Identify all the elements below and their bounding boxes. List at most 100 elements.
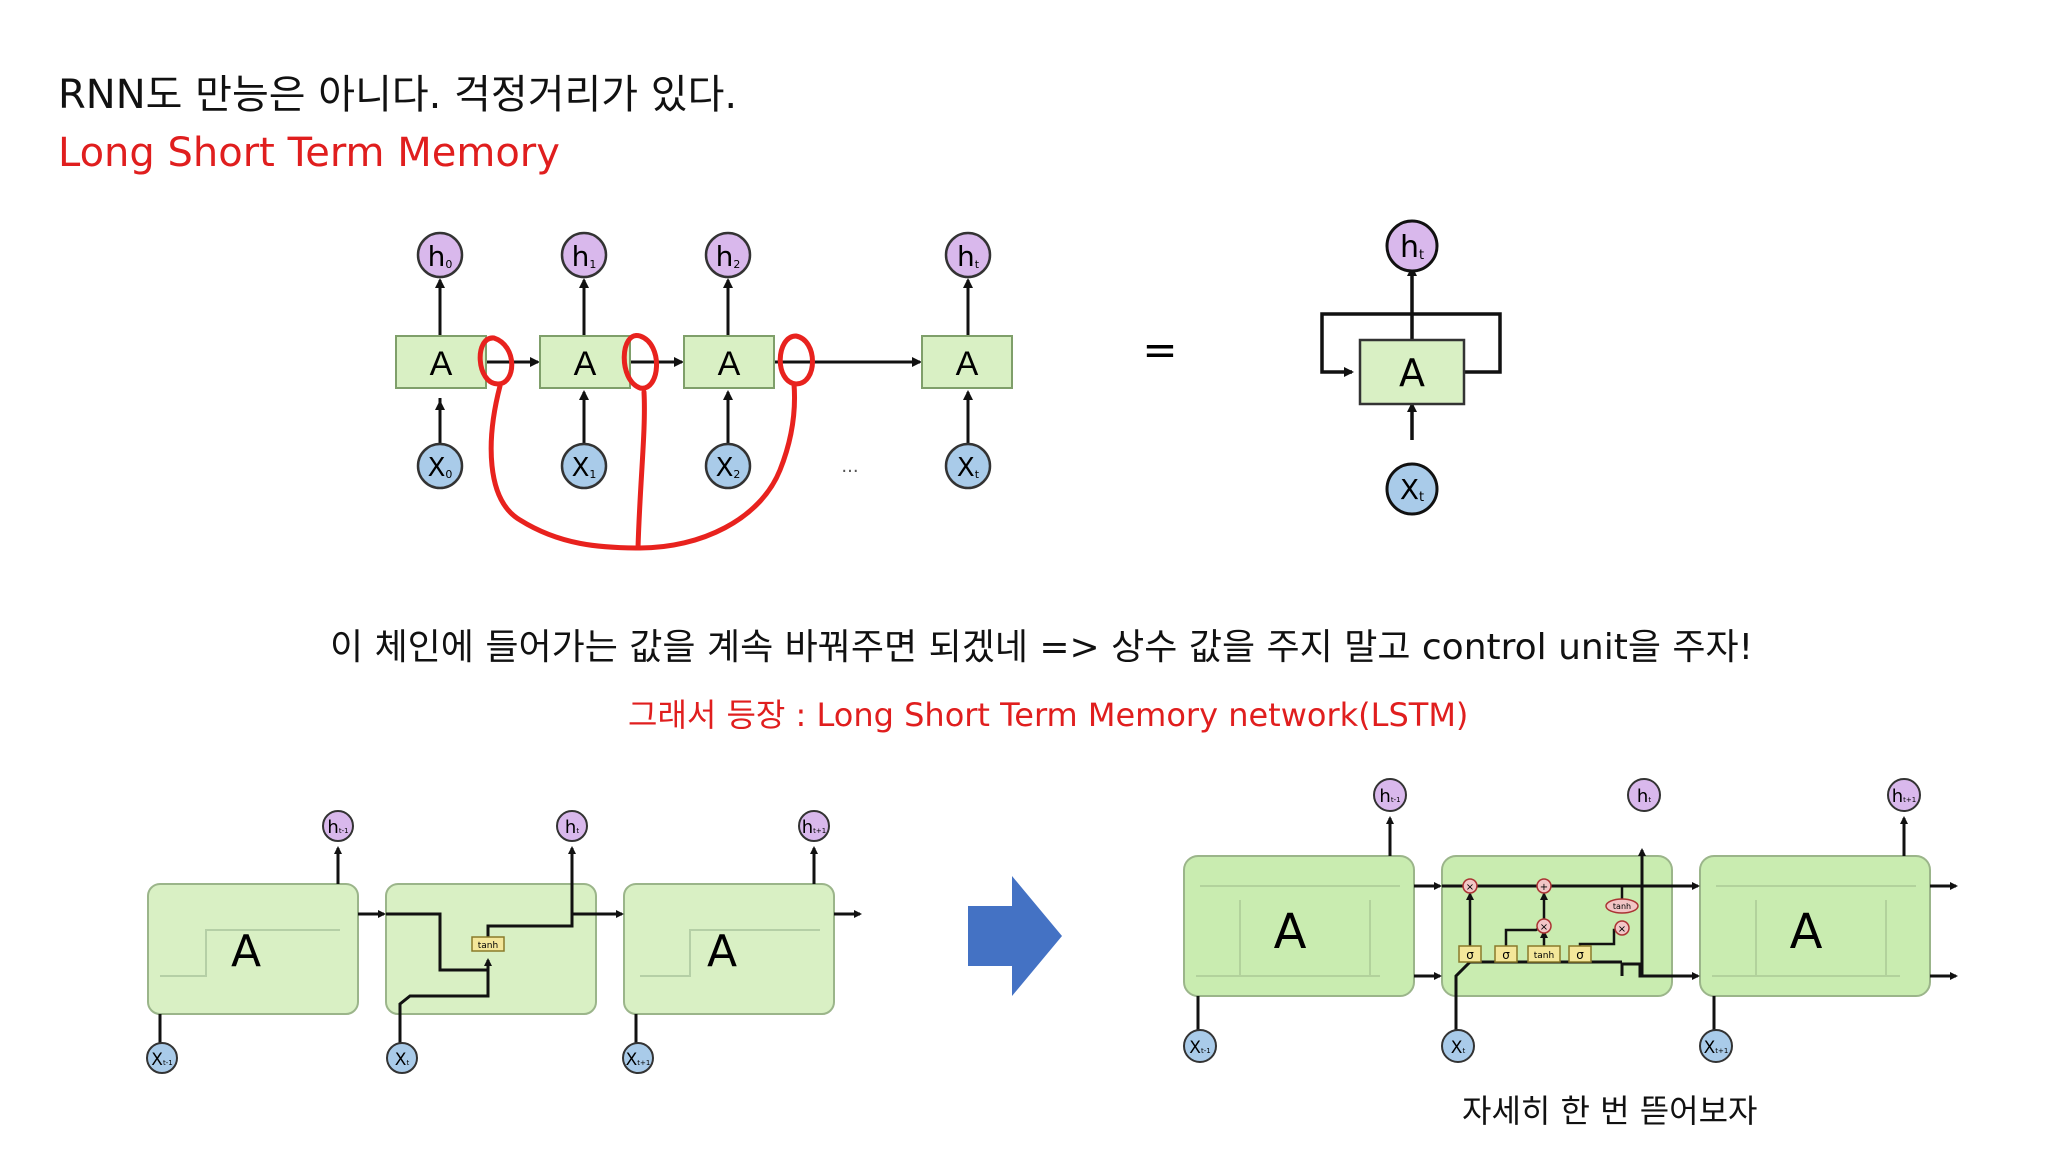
h-node	[1373, 778, 1407, 812]
cell-label: A	[718, 345, 741, 383]
red-circle-mark	[621, 333, 659, 391]
detail-caption: 자세히 한 번 뜯어보자	[1462, 1092, 1758, 1130]
op-label: tanh	[1613, 902, 1631, 911]
h-node	[560, 231, 608, 279]
h-node-label: ht+1	[1892, 786, 1917, 807]
h-node-label: ht+1	[802, 817, 827, 838]
lstm-intro-text: 그래서 등장 : Long Short Term Memory network(…	[628, 696, 1469, 734]
op-node	[1536, 878, 1552, 894]
op-node	[1605, 898, 1639, 914]
cell-label: A	[231, 926, 261, 977]
h-node-label: ht	[1400, 230, 1424, 265]
rnn-cell: A h1 X1	[539, 231, 631, 490]
x-node	[622, 1042, 654, 1074]
h-node	[704, 231, 752, 279]
slide-subtitle: Long Short Term Memory	[58, 130, 560, 176]
cell-label: A	[707, 926, 737, 977]
x-node-label: X0	[428, 453, 453, 483]
gate-label: σ	[1502, 948, 1510, 962]
gate-label: tanh	[1534, 951, 1554, 961]
x-node	[416, 442, 464, 490]
unrolled-rnn-diagram: A h0 X0 A h1 X1 A h2 X2	[395, 231, 1013, 551]
red-curve-mark	[635, 389, 647, 551]
h-node	[416, 231, 464, 279]
lstm-chain-diagram: A A σ σ tanh σ × + ×	[1183, 778, 1958, 1063]
x-node	[1183, 1029, 1217, 1063]
cell-label: A	[1274, 904, 1307, 960]
rolled-rnn-diagram: A ht Xt	[1320, 219, 1502, 516]
chain-cell	[1441, 855, 1673, 997]
equals-sign: =	[1142, 325, 1177, 374]
tanh-gate	[471, 936, 505, 952]
x-node-label: Xt	[395, 1050, 410, 1070]
h-node	[944, 231, 992, 279]
op-node	[1536, 918, 1552, 934]
h-node-label: ht	[1637, 786, 1651, 807]
gate-label: σ	[1466, 948, 1474, 962]
chain-cell	[147, 883, 359, 1015]
h-node	[1627, 778, 1661, 812]
h-node	[798, 810, 830, 842]
cell-label: A	[430, 345, 453, 383]
x-node-label: X1	[572, 453, 597, 483]
gate-box	[1568, 945, 1592, 963]
h-node-label: ht-1	[1379, 786, 1400, 807]
chain-cell	[1183, 855, 1415, 997]
rnn-cell: A h2 X2	[683, 231, 775, 490]
h-node-label: h1	[572, 240, 597, 273]
h-node	[322, 810, 354, 842]
x-node	[944, 442, 992, 490]
gate-box	[1527, 945, 1561, 963]
red-circle-mark	[777, 333, 815, 387]
red-annotation	[477, 333, 815, 551]
op-label: ×	[1466, 882, 1474, 893]
slide-title: RNN도 만능은 아니다. 걱정거리가 있다.	[58, 72, 738, 118]
x-node	[1699, 1029, 1733, 1063]
cell-label: A	[1399, 351, 1425, 395]
h-node-label: ht	[957, 240, 980, 273]
cell-label: A	[1790, 904, 1823, 960]
chain-cell	[1699, 855, 1931, 997]
x-node	[1385, 462, 1439, 516]
op-node	[1614, 920, 1630, 936]
x-node	[386, 1042, 418, 1074]
h-node	[556, 810, 588, 842]
rnn-chain-diagram: A A tanh ht-1 ht ht+1 Xt-1 Xt Xt+1	[146, 810, 862, 1074]
h-node	[1385, 219, 1439, 273]
cell-label: A	[956, 345, 979, 383]
gate-box	[1458, 945, 1482, 963]
h-node-label: ht-1	[327, 817, 348, 838]
x-node-label: Xt-1	[151, 1050, 172, 1070]
x-node-label: Xt	[1400, 473, 1424, 506]
x-node-label: Xt+1	[1704, 1038, 1729, 1058]
chain-cell	[623, 883, 835, 1015]
ellipsis-label: ...	[841, 456, 858, 477]
x-node-label: Xt-1	[1189, 1038, 1210, 1058]
op-label: ×	[1618, 924, 1626, 935]
h-node	[1887, 778, 1921, 812]
h-node-label: h2	[716, 240, 741, 273]
op-node	[1462, 878, 1478, 894]
op-label: ×	[1540, 922, 1548, 933]
x-node-label: Xt+1	[626, 1050, 651, 1070]
x-node-label: Xt	[1451, 1038, 1466, 1058]
transition-arrow-icon	[968, 876, 1062, 996]
rnn-cell: A ht Xt	[921, 231, 1013, 490]
cell-label: A	[574, 345, 597, 383]
rnn-cell: A h0 X0	[395, 231, 487, 490]
x-node	[704, 442, 752, 490]
h-node-label: h0	[428, 240, 453, 273]
x-node	[146, 1042, 178, 1074]
h-node-label: ht	[565, 817, 579, 838]
x-node	[1441, 1029, 1475, 1063]
x-node-label: X2	[716, 453, 741, 483]
op-label: +	[1540, 882, 1548, 893]
x-node-label: Xt	[957, 453, 980, 483]
explanation-text: 이 체인에 들어가는 값을 계속 바꿔주면 되겠네 => 상수 값을 주지 말고…	[330, 627, 1754, 668]
gate-label: σ	[1576, 948, 1584, 962]
gate-box	[1494, 945, 1518, 963]
tanh-gate-label: tanh	[478, 941, 498, 951]
red-circle-mark	[477, 335, 515, 387]
x-node	[560, 442, 608, 490]
